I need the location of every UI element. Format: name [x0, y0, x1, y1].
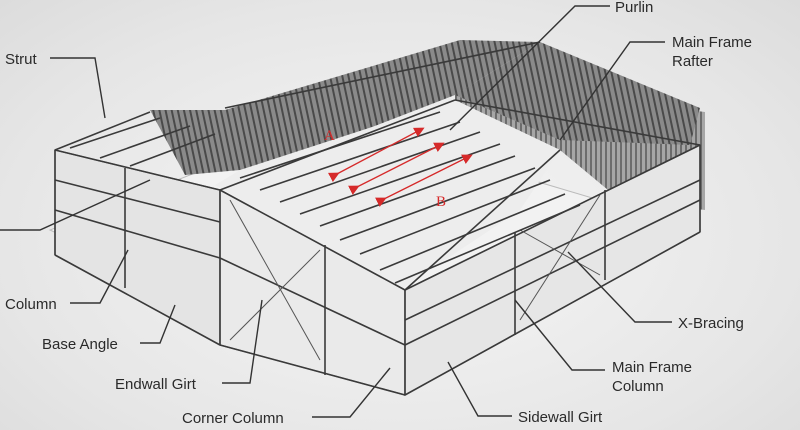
label-main-frame-rafter-1: Main Frame	[672, 34, 752, 51]
label-column: Column	[5, 296, 57, 313]
roof-ridge	[224, 41, 541, 109]
label-main-frame-column-2: Column	[612, 378, 664, 395]
leader-lines	[0, 5, 672, 418]
spacing-arrows	[327, 127, 473, 207]
columns	[54, 145, 701, 395]
label-base-angle: Base Angle	[42, 336, 118, 353]
label-main-frame-rafter-2: Rafter	[672, 53, 713, 70]
label-sidewall-girt: Sidewall Girt	[518, 409, 603, 426]
label-main-frame-column-1: Main Frame	[612, 359, 692, 376]
x-bracing	[229, 194, 601, 361]
endwall-girts	[54, 149, 221, 346]
label-x-bracing: X-Bracing	[678, 315, 744, 332]
roof-purlins	[69, 111, 581, 284]
label-strut: Strut	[5, 51, 38, 68]
label-corner-column: Corner Column	[182, 410, 284, 427]
roof-sheeting-right	[455, 42, 700, 145]
roof-sheeting-left	[150, 40, 540, 175]
label-endwall-girt: Endwall Girt	[115, 376, 197, 393]
marker-b: B	[436, 194, 446, 210]
label-purlin: Purlin	[615, 0, 653, 16]
marker-a: A	[324, 128, 335, 144]
